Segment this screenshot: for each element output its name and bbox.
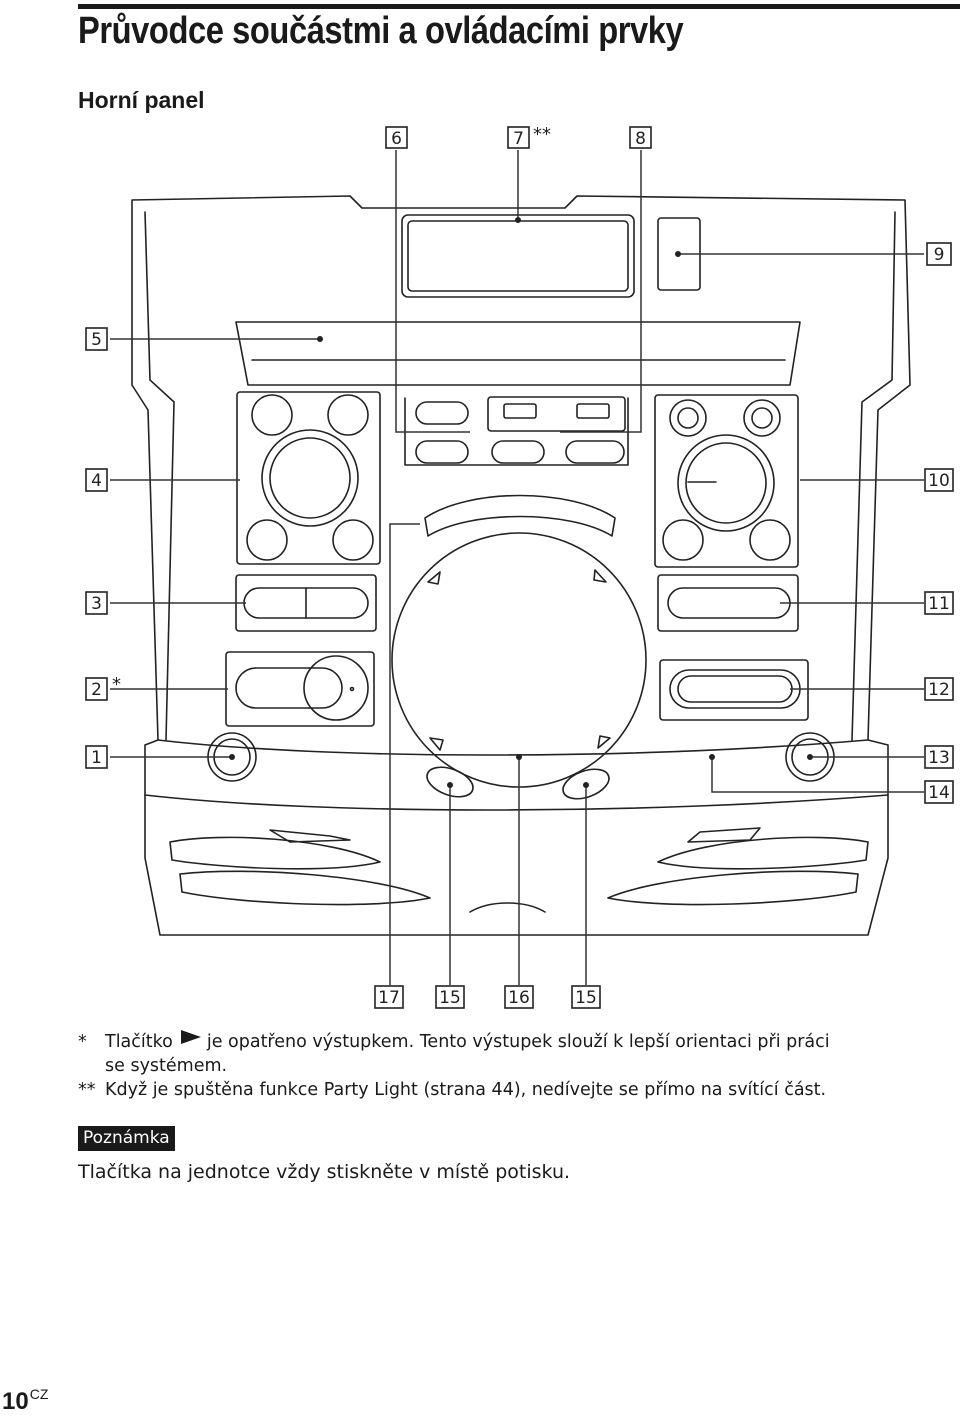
svg-text:3: 3 [91,594,102,614]
callout-11: 11 [924,591,954,615]
callout-9: 9 [926,242,952,266]
page-title: Průvodce součástmi a ovládacími prvky [78,10,684,52]
svg-text:13: 13 [928,748,950,768]
svg-text:15: 15 [439,988,461,1008]
svg-text:16: 16 [508,988,530,1008]
page-number-suffix: CZ [29,1386,49,1402]
callout-17: 17 [374,985,404,1009]
callout-12: 12 [924,677,954,701]
svg-text:1: 1 [91,748,102,768]
svg-text:4: 4 [91,471,102,491]
footnote-1-mark: * [78,1032,87,1052]
double-asterisk: ** [533,124,551,145]
callout-2: 2 [85,677,108,701]
svg-text:8: 8 [635,129,646,149]
svg-text:14: 14 [928,783,950,803]
callout-1: 1 [85,745,108,769]
note-badge: Poznámka [78,1126,175,1151]
svg-text:2: 2 [91,680,102,700]
footnotes: * Tlačítko je opatřeno výstupkem. Tento … [78,1030,948,1102]
single-asterisk: * [112,674,121,695]
callout-4: 4 [85,468,108,492]
footnote-1-lead: Tlačítko [105,1032,173,1052]
callout-16: 16 [504,985,534,1009]
note-text: Tlačítka na jednotce vždy stiskněte v mí… [78,1161,571,1183]
footnote-1-text: je opatřeno výstupkem. Tento výstupek sl… [206,1032,830,1052]
footnote-2-mark: ** [78,1080,96,1100]
page-number-value: 10 [2,1388,29,1415]
callout-6: 6 [385,126,408,149]
play-triangle-icon [180,1030,201,1044]
footnote-2-text: Když je spuštěna funkce Party Light (str… [105,1080,827,1100]
callout-10: 10 [924,468,954,492]
section-title: Horní panel [78,87,205,113]
svg-text:7: 7 [513,129,524,149]
callout-15-left: 15 [435,985,465,1009]
svg-text:15: 15 [575,988,597,1008]
callout-14: 14 [924,780,954,804]
footnote-1-continued: se systémem. [105,1056,228,1076]
svg-text:6: 6 [391,129,402,149]
footnote-1: * Tlačítko je opatřeno výstupkem. Tento … [78,1030,948,1054]
svg-text:5: 5 [91,330,102,350]
callout-15-right: 15 [571,985,601,1009]
callout-8: 8 [629,126,652,149]
callout-13: 13 [924,745,954,769]
callout-7: 7 [507,126,530,149]
page-number: 10CZ [2,1386,48,1416]
footnote-2: ** Když je spuštěna funkce Party Light (… [78,1078,948,1102]
callout-3: 3 [85,591,108,615]
svg-text:9: 9 [934,245,945,265]
callout-5: 5 [85,327,108,351]
svg-text:10: 10 [928,471,950,491]
svg-text:11: 11 [928,594,950,614]
svg-text:17: 17 [378,988,400,1008]
svg-text:12: 12 [928,680,950,700]
top-panel-diagram: 6 7 ** 8 9 5 4 10 3 11 2 * 12 1 13 14 17… [85,124,954,1009]
top-rule [78,4,960,9]
